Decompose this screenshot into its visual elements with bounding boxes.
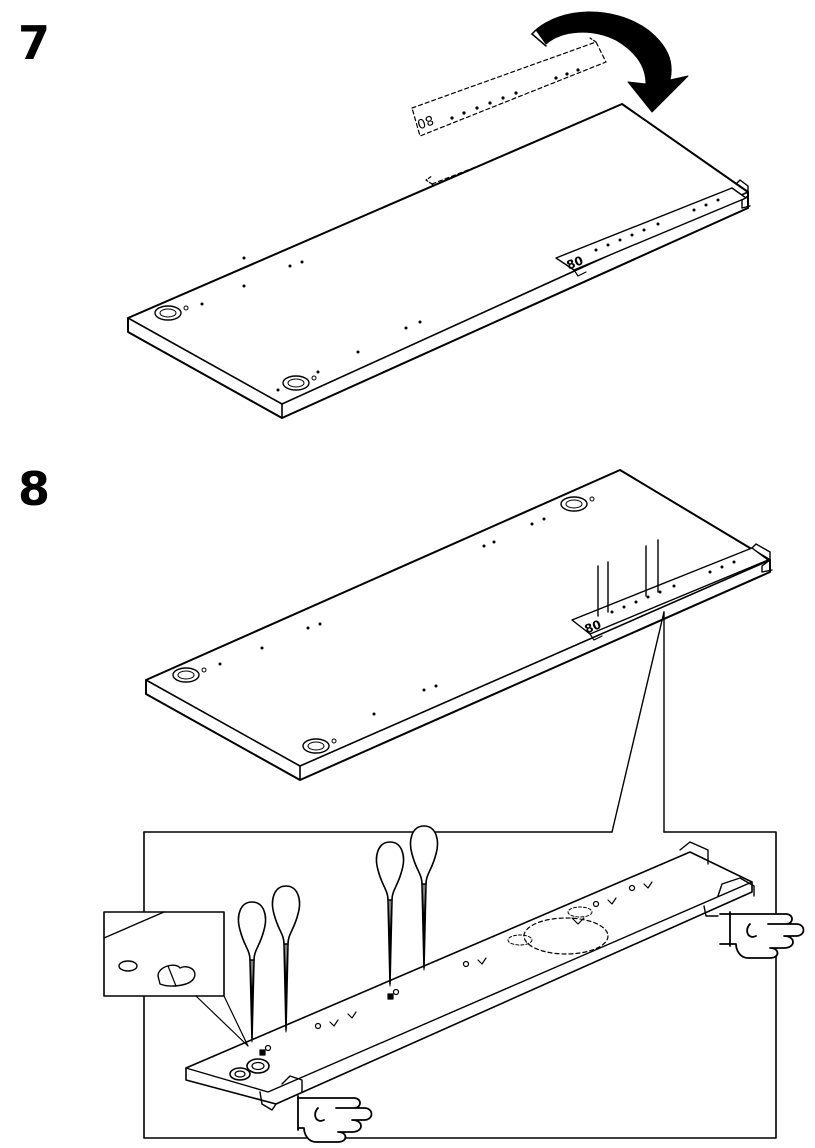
template-marking-flipped: 80 [415,111,436,131]
step-8-illustration: 80 [103,469,805,1143]
template-marking-board-8: 80 [583,617,604,636]
pointing-hand-icon-2 [297,1095,373,1143]
step-7-illustration: 80 80 [127,11,751,419]
awl-indicator-lines [597,539,659,617]
step-7-number: 7 [18,16,51,70]
detail-frame [143,831,777,1139]
detail-callout-lines [611,611,665,833]
floating-template: 80 [411,37,607,137]
template-on-board-8: 80 [571,547,769,641]
step-8-number: 8 [18,462,51,516]
board-step-8 [145,469,773,781]
screwdriver-icon [237,825,439,1043]
pointing-hand-icon [719,911,805,959]
template-marking-board-7: 80 [565,253,586,272]
board-step-7 [127,103,751,419]
magnifier-callout [103,911,249,1047]
template-on-board-7: 80 [555,187,747,277]
curved-arrow-icon [531,11,689,113]
magnified-template [185,841,755,1111]
